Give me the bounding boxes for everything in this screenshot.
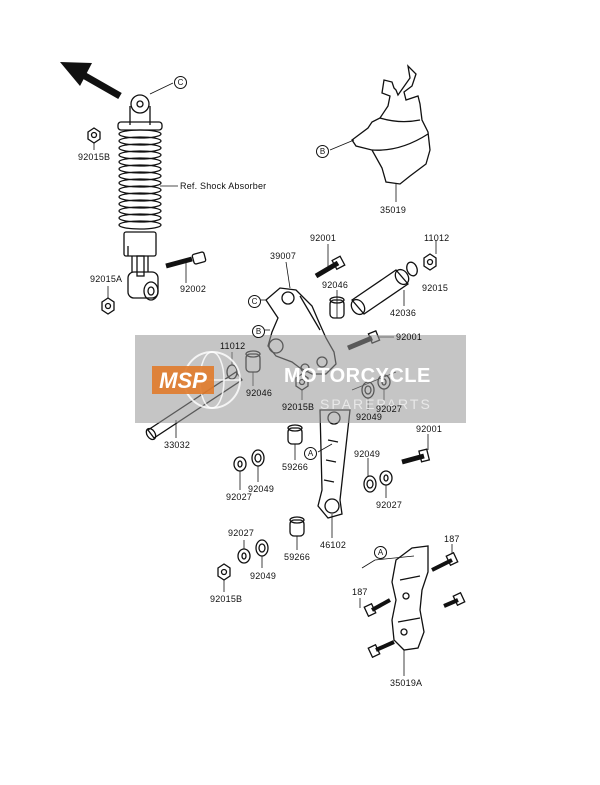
- part-label-59266-upper: 59266: [282, 462, 309, 472]
- part-label-92015A: 92015A: [90, 274, 123, 284]
- bolt-187-right: [431, 551, 466, 608]
- shock-absorber-ref-label: Ref. Shock Absorber: [180, 181, 267, 191]
- part-label-92027-right: 92027: [376, 500, 403, 510]
- part-label-92049-left: 92049: [248, 484, 275, 494]
- collar-92049-right: [363, 475, 377, 493]
- guard-35019: [351, 64, 431, 185]
- part-label-92001-top: 92001: [310, 233, 337, 243]
- part-label-59266-lower: 59266: [284, 552, 311, 562]
- spring-coil: [118, 206, 162, 216]
- nut-92015: [423, 253, 437, 271]
- part-label-92001-mid: 92001: [396, 332, 423, 342]
- collar-42036: [350, 268, 410, 316]
- nut-92015B-top: [87, 127, 101, 144]
- ref-circle-a-rod: A: [304, 447, 317, 460]
- part-label-46102: 46102: [320, 540, 347, 550]
- ref-circle-a-guard: A: [374, 546, 387, 559]
- spring-coil: [118, 185, 162, 195]
- part-label-92027-lower: 92027: [228, 528, 255, 538]
- part-label-92001-low: 92001: [416, 424, 443, 434]
- part-label-92015B-mid: 92015B: [282, 402, 315, 412]
- spring-coil: [118, 136, 162, 146]
- spring-coil: [118, 150, 162, 160]
- shock-absorber: [117, 94, 163, 301]
- part-label-92027-mid: 92027: [376, 404, 403, 414]
- part-label-92049-right: 92049: [354, 449, 381, 459]
- spring-coil: [118, 171, 162, 181]
- tie-rod-46102: [317, 409, 351, 519]
- part-label-92049-lower: 92049: [250, 571, 277, 581]
- bolt-92002: [165, 251, 207, 269]
- part-label-92002: 92002: [180, 284, 207, 294]
- guard-35019A: [391, 545, 429, 651]
- spring-coil: [118, 178, 162, 188]
- bolt-92001-top: [314, 255, 346, 279]
- bolt-92001-low: [401, 448, 431, 465]
- part-label-35019A: 35019A: [390, 678, 423, 688]
- part-label-187-right: 187: [444, 534, 460, 544]
- part-label-92015B-bottom: 92015B: [210, 594, 243, 604]
- watermark-logo-text: MSP: [159, 368, 207, 393]
- bearing-11012-right: [406, 261, 418, 277]
- part-label-42036: 42036: [390, 308, 417, 318]
- spring-coil: [118, 213, 162, 223]
- collar-92049-lower: [255, 539, 269, 557]
- part-label-35019: 35019: [380, 205, 407, 215]
- spring-coil: [118, 143, 162, 153]
- part-label-92027-left: 92027: [226, 492, 253, 502]
- part-label-11012-right: 11012: [424, 233, 450, 243]
- ref-circle-b-guard: B: [316, 145, 329, 158]
- ref-circle-c-link: C: [248, 295, 261, 308]
- part-label-92015B-top: 92015B: [78, 152, 111, 162]
- spring-coil: [118, 220, 162, 230]
- part-label-92046-mid: 92046: [322, 280, 349, 290]
- part-label-11012-left: 11012: [220, 341, 246, 351]
- nut-92015A: [101, 297, 115, 315]
- watermark-title: MOTORCYCLE: [284, 365, 431, 387]
- nut-92015B-bottom: [217, 563, 231, 581]
- bolt-187-left: [363, 598, 395, 659]
- part-label-33032: 33032: [164, 440, 191, 450]
- part-label-92046-left: 92046: [246, 388, 273, 398]
- part-label-92049-mid: 92049: [356, 412, 383, 422]
- spring-coil: [118, 157, 162, 167]
- washer-92027-lower: [237, 548, 251, 564]
- part-label-187-left: 187: [352, 587, 368, 597]
- collar-59266-upper: [287, 424, 303, 445]
- spring-coil: [118, 192, 162, 202]
- washer-92027-right: [379, 470, 393, 486]
- front-direction-arrow: [60, 62, 122, 100]
- ref-circle-b-link: B: [252, 325, 265, 338]
- part-label-39007: 39007: [270, 251, 297, 261]
- washer-92027-left: [233, 456, 247, 472]
- spring-coil: [118, 129, 162, 139]
- collar-92049-left: [251, 449, 265, 467]
- spring-coil: [118, 164, 162, 174]
- spring-coil: [118, 199, 162, 209]
- part-label-92015: 92015: [422, 283, 449, 293]
- collar-59266-lower: [289, 516, 305, 537]
- watermark-subtitle: SPAREPARTS: [320, 396, 432, 412]
- watermark-logo-icon: MSP: [152, 351, 241, 409]
- ref-circle-c-shock: C: [174, 76, 187, 89]
